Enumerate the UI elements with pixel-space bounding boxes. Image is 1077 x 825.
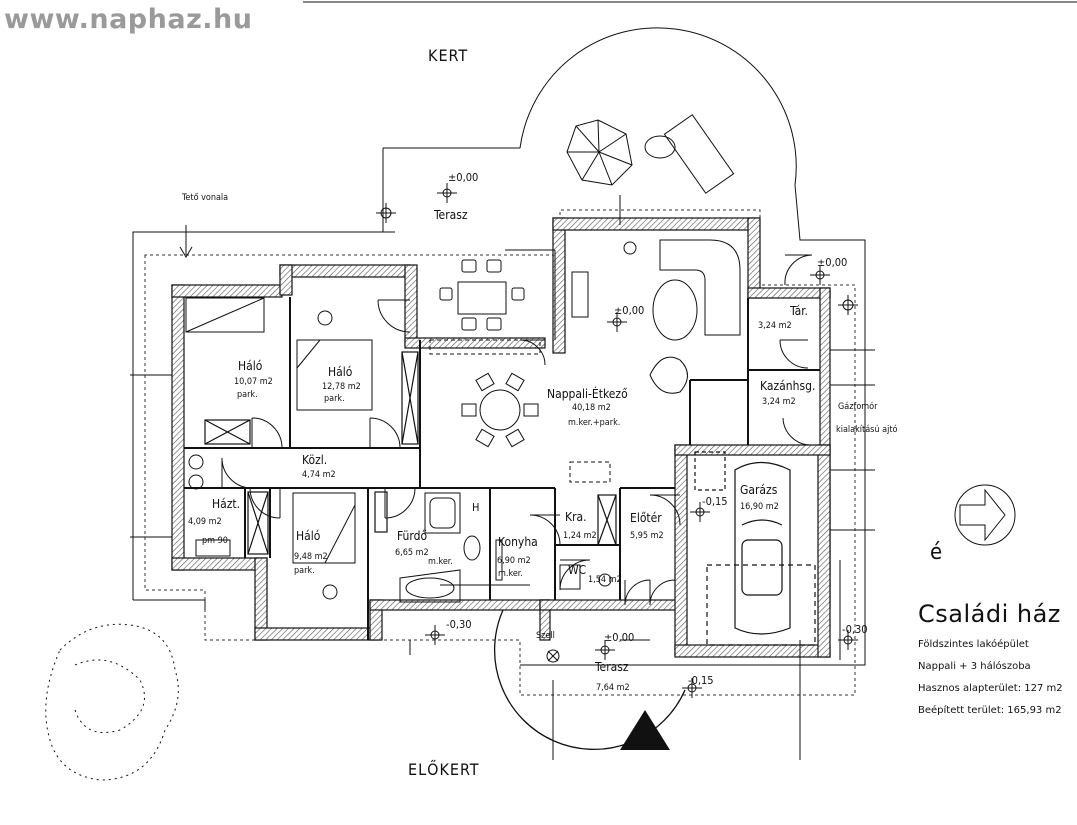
dimension-lines — [130, 195, 875, 760]
garden-label: KERT — [428, 46, 469, 65]
wardrobes — [204, 351, 617, 555]
room-kazan: Kazánhsg. — [760, 379, 816, 393]
room-tar: Tár. — [790, 304, 808, 318]
dining-table — [461, 372, 539, 448]
level-entrance: ±0,00 — [604, 631, 635, 644]
north-compass-icon — [954, 484, 1016, 546]
beds — [185, 297, 373, 564]
room-konyha: Konyha — [498, 535, 538, 549]
room-kozl: Közl. — [302, 453, 328, 467]
gas-meter-line2: kialakítású ajtó — [836, 425, 898, 435]
room-furdo-floor: m.ker. — [428, 557, 453, 567]
title-line-1: Földszintes lakóépület — [918, 639, 1029, 650]
room-halo-b: Háló — [328, 365, 353, 379]
chimney-tag: H — [472, 501, 480, 514]
level-bottom-right: -0,30 — [842, 623, 868, 636]
terrace-table — [439, 259, 525, 331]
title-line-4: Beépített terület: 165,93 m2 — [918, 705, 1062, 716]
room-wc-area: 1,54 m2 — [588, 575, 622, 585]
room-terasz-bottom-area: 7,64 m2 — [596, 683, 630, 693]
room-halo-a: Háló — [238, 359, 263, 373]
level-markers — [376, 183, 858, 698]
roof-outline — [144, 209, 856, 696]
room-kazan-area: 3,24 m2 — [762, 397, 796, 407]
room-kozl-area: 4,74 m2 — [302, 470, 336, 480]
gas-meter-line1: Gázfomór — [838, 402, 878, 412]
room-garazs-area: 16,90 m2 — [740, 502, 779, 512]
room-nappali: Nappali-Étkező — [547, 387, 628, 401]
car-icon — [694, 451, 816, 646]
room-halo-b-area: 12,78 m2 — [322, 382, 361, 392]
room-terasz-top: Terasz — [434, 208, 468, 222]
room-furdo: Fürdő — [397, 529, 428, 543]
interior-walls — [184, 297, 820, 640]
room-wc: WC — [568, 563, 587, 577]
room-halo-c: Háló — [296, 529, 321, 543]
room-kamra: Kra. — [565, 510, 587, 524]
level-garage: -0,15 — [702, 495, 728, 508]
doors — [221, 254, 813, 751]
front-garden-label: ELŐKERT — [408, 760, 480, 779]
room-haztart-floor: pm 90 — [202, 536, 228, 546]
room-halo-c-floor: park. — [294, 566, 315, 576]
level-step: -0,15 — [688, 674, 714, 687]
exterior-walls — [171, 217, 831, 658]
room-furdo-area: 6,65 m2 — [395, 548, 429, 558]
living-furniture — [571, 239, 741, 394]
title-line-3: Hasznos alapterület: 127 m2 — [918, 683, 1063, 694]
level-bottom-left: -0,30 — [446, 618, 472, 631]
room-terasz-bottom: Terasz — [595, 660, 629, 674]
room-eloter-area: 5,95 m2 — [630, 531, 664, 541]
tree-icon — [45, 623, 179, 781]
garden-furniture — [566, 114, 735, 194]
room-konyha-floor: m.ker. — [498, 569, 523, 579]
level-storage: ±0,00 — [817, 256, 848, 269]
room-haztart-area: 4,09 m2 — [188, 517, 222, 527]
room-konyha-area: 6,90 m2 — [497, 556, 531, 566]
title-block: Családi ház Földszintes lakóépület Nappa… — [918, 600, 1068, 716]
roof-line-arrow — [179, 225, 193, 258]
level-terrace-top: ±0,00 — [448, 171, 479, 184]
site-lines — [132, 27, 866, 666]
room-halo-a-floor: park. — [237, 390, 258, 400]
ventilation-tag: Szell — [536, 631, 555, 641]
room-tar-area: 3,24 m2 — [758, 321, 792, 331]
roof-line-label: Tető vonala — [182, 193, 229, 203]
level-living: ±0,00 — [614, 304, 645, 317]
entrance-arrow-icon — [620, 710, 670, 750]
room-eloter: Előtér — [630, 511, 662, 525]
room-nappali-area: 40,18 m2 — [572, 403, 611, 413]
title-line-2: Nappali + 3 hálószoba — [918, 661, 1031, 672]
bath-fixtures — [188, 310, 612, 603]
east-symbol: é — [930, 540, 943, 565]
watermark: www.naphaz.hu — [4, 4, 253, 35]
room-halo-b-floor: park. — [324, 394, 345, 404]
room-haztart: Házt. — [212, 497, 241, 511]
room-halo-c-area: 9,48 m2 — [294, 552, 328, 562]
room-kamra-area: 1,24 m2 — [563, 531, 597, 541]
room-garazs: Garázs — [740, 483, 778, 497]
dashed-features — [429, 339, 611, 483]
room-nappali-floor: m.ker.+park. — [568, 418, 621, 428]
title: Családi ház — [918, 600, 1061, 628]
room-halo-a-area: 10,07 m2 — [234, 377, 273, 387]
